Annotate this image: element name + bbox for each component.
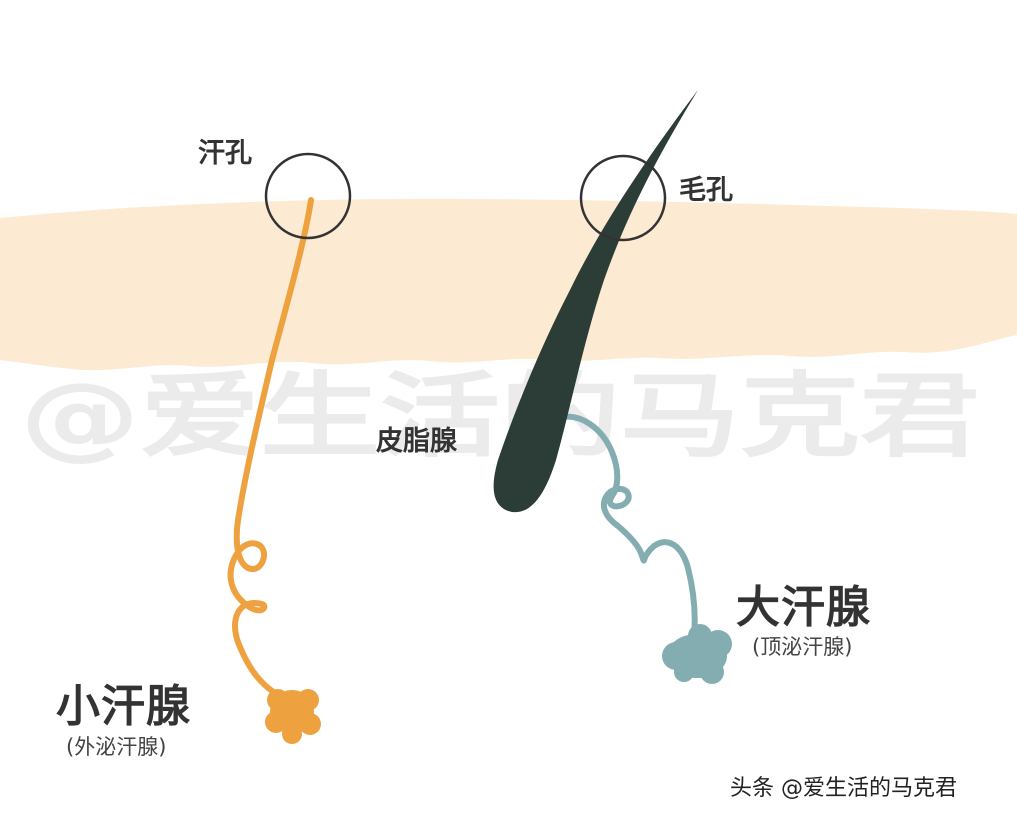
apocrine-gland-body — [662, 624, 732, 684]
watermark: @爱生活的马克君 — [20, 363, 980, 470]
hair-pore-circle — [579, 154, 667, 242]
hair-shaft — [493, 90, 698, 513]
apocrine-gland-title: 大汗腺 — [736, 582, 871, 633]
sweat-pore-circle — [264, 152, 352, 240]
eccrine-duct — [227, 197, 314, 705]
footer-credit: 头条 @爱生活的马克君 — [730, 776, 957, 801]
hair-pore-label: 毛孔 — [679, 175, 733, 206]
eccrine-gland-body — [265, 689, 321, 744]
apocrine-gland-subtitle: (顶泌汗腺) — [752, 635, 853, 659]
apocrine-duct — [555, 413, 698, 639]
sebaceous-gland-label: 皮脂腺 — [376, 426, 457, 457]
sweat-pore-label: 汗孔 — [198, 138, 252, 169]
eccrine-gland-title: 小汗腺 — [56, 681, 191, 732]
eccrine-gland-subtitle: (外泌汗腺) — [66, 735, 167, 759]
skin-layer — [0, 198, 1017, 371]
